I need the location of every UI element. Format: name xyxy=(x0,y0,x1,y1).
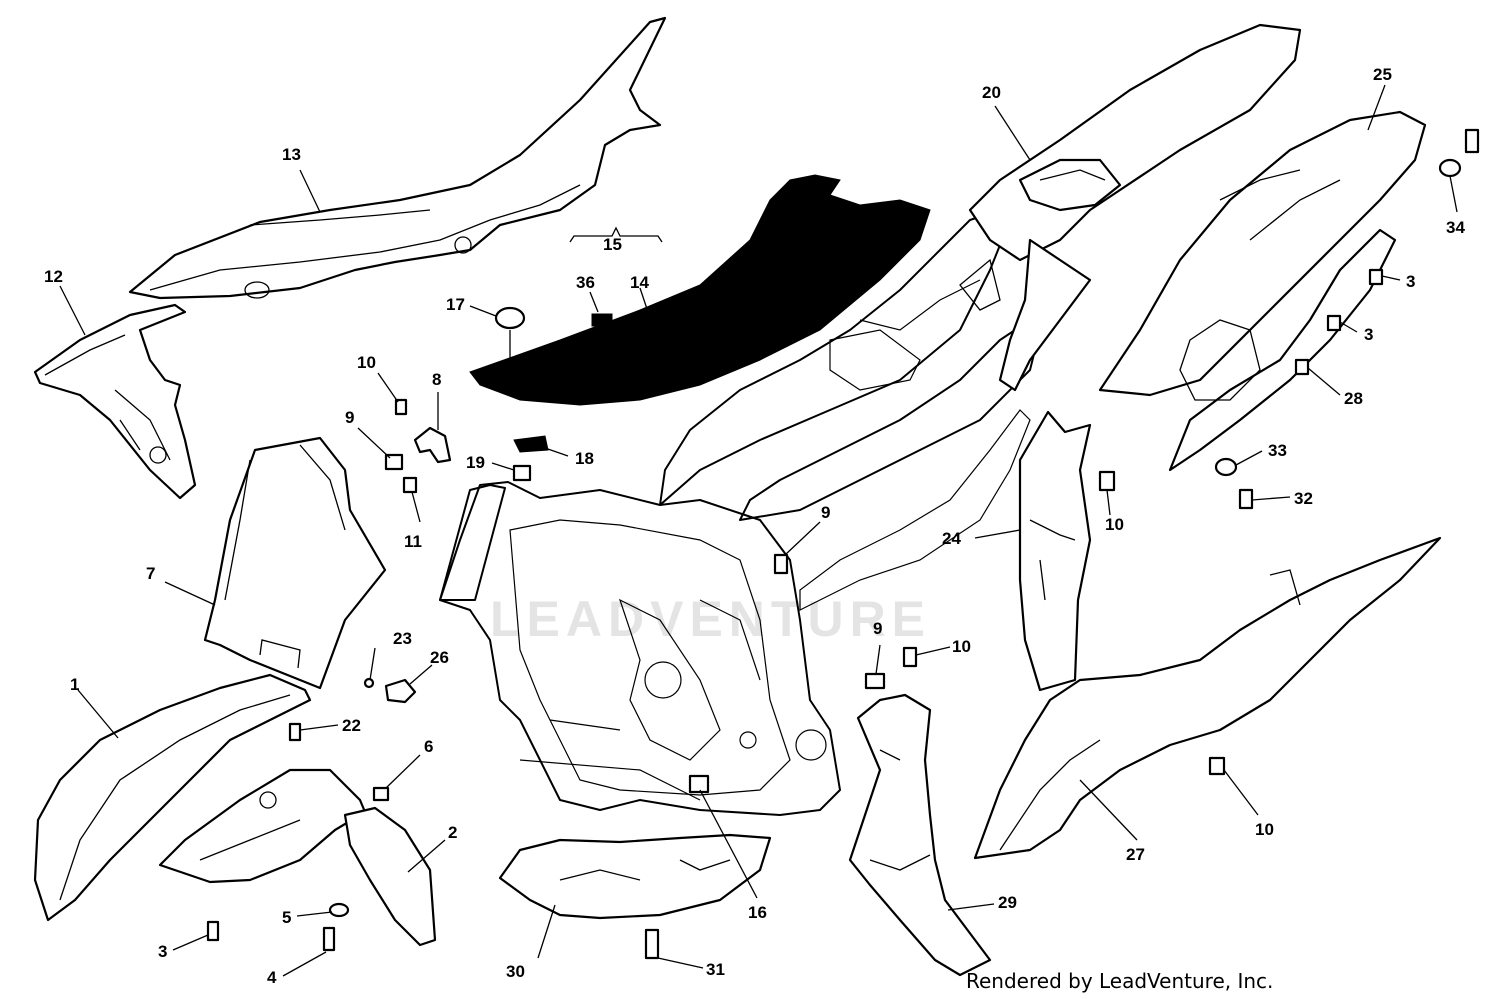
part-4-screw[interactable] xyxy=(322,926,336,952)
callout-15: 15 xyxy=(603,235,622,254)
part-16-clip[interactable] xyxy=(688,774,710,794)
part-3-screw-b[interactable] xyxy=(1368,268,1384,286)
callout-12: 12 xyxy=(44,267,63,286)
part-10-bolt-c[interactable] xyxy=(1098,470,1116,492)
part-10-bolt-b[interactable] xyxy=(902,646,918,668)
part-3-screw-a[interactable] xyxy=(206,920,220,942)
part-29-shroud[interactable] xyxy=(848,693,992,977)
callout-5: 5 xyxy=(282,908,291,927)
callout-4: 4 xyxy=(267,968,277,987)
part-13-side-cover[interactable] xyxy=(128,16,667,300)
part-24-side-panel[interactable] xyxy=(1018,410,1092,692)
part-12-shroud[interactable] xyxy=(33,303,197,500)
part-6-nut[interactable] xyxy=(372,786,390,802)
part-9-clip-a[interactable] xyxy=(384,453,404,471)
callout-10: 10 xyxy=(1105,515,1124,534)
callout-20: 20 xyxy=(982,83,1001,102)
part-18-pad[interactable] xyxy=(513,435,549,453)
part-22-screw[interactable] xyxy=(288,722,302,742)
callout-16: 16 xyxy=(748,903,767,922)
part-30-skid-plate[interactable] xyxy=(498,833,772,920)
callout-18: 18 xyxy=(575,449,594,468)
part-19-clip[interactable] xyxy=(512,464,532,482)
callout-23: 23 xyxy=(393,629,412,648)
callout-29: 29 xyxy=(998,893,1017,912)
callout-22: 22 xyxy=(342,716,361,735)
callout-25: 25 xyxy=(1373,65,1392,84)
part-8-bracket[interactable] xyxy=(413,426,452,464)
part-33-grommet[interactable] xyxy=(1214,457,1238,477)
part-25-rear-housing[interactable] xyxy=(1098,110,1427,472)
callouts: 1 2 3 3 3 4 5 6 7 8 9 9 9 10 10 10 10 11… xyxy=(44,65,1465,987)
callout-3: 3 xyxy=(1406,272,1415,291)
part-2-mudguard[interactable] xyxy=(158,768,437,947)
callout-36: 36 xyxy=(576,273,595,292)
callout-28: 28 xyxy=(1344,389,1363,408)
callout-10: 10 xyxy=(952,637,971,656)
part-9-clip-b[interactable] xyxy=(773,553,789,575)
callout-19: 19 xyxy=(466,453,485,472)
callout-13: 13 xyxy=(282,145,301,164)
part-23-screw[interactable] xyxy=(363,677,375,689)
render-credit: Rendered by LeadVenture, Inc. xyxy=(966,969,1274,993)
part-7-number-plate[interactable] xyxy=(203,436,387,690)
callout-10: 10 xyxy=(1255,820,1274,839)
callout-34: 34 xyxy=(1446,218,1465,237)
part-26-clamp[interactable] xyxy=(384,678,417,704)
part-32-screw[interactable] xyxy=(1238,488,1254,510)
part-34-grommet[interactable] xyxy=(1438,128,1480,178)
part-10-bolt-d[interactable] xyxy=(1208,756,1226,776)
callout-26: 26 xyxy=(430,648,449,667)
callout-30: 30 xyxy=(506,962,525,981)
callout-8: 8 xyxy=(432,370,441,389)
callout-31: 31 xyxy=(706,960,725,979)
callout-11: 11 xyxy=(404,532,422,551)
callout-14: 14 xyxy=(630,273,649,292)
callout-10: 10 xyxy=(357,353,376,372)
watermark-text: LEADVENTURE xyxy=(490,591,931,647)
callout-2: 2 xyxy=(448,823,457,842)
part-17-cap[interactable] xyxy=(494,306,526,378)
callout-9: 9 xyxy=(345,408,354,427)
callout-17: 17 xyxy=(446,295,465,314)
part-27-side-panel[interactable] xyxy=(973,536,1442,860)
part-28-screw[interactable] xyxy=(1294,358,1310,376)
callout-33: 33 xyxy=(1268,441,1287,460)
callout-27: 27 xyxy=(1126,845,1145,864)
callout-9: 9 xyxy=(873,619,882,638)
part-36-pad[interactable] xyxy=(591,313,613,327)
callout-3: 3 xyxy=(158,942,167,961)
callout-6: 6 xyxy=(424,737,433,756)
leader-lines xyxy=(59,84,1458,977)
callout-7: 7 xyxy=(146,564,155,583)
callout-3: 3 xyxy=(1364,325,1373,344)
part-5-washer[interactable] xyxy=(328,902,350,918)
part-14-seat[interactable] xyxy=(469,174,931,406)
part-11-bolt[interactable] xyxy=(402,476,418,494)
callout-9: 9 xyxy=(821,503,830,522)
callout-24: 24 xyxy=(942,529,961,548)
part-3-screw-c[interactable] xyxy=(1326,314,1342,332)
part-10-bolt-a[interactable] xyxy=(394,398,408,416)
callout-1: 1 xyxy=(70,675,79,694)
part-31-screw[interactable] xyxy=(644,928,660,960)
part-20-rear-fender[interactable] xyxy=(959,23,1302,392)
part-9-clip-c[interactable] xyxy=(864,672,886,690)
callout-32: 32 xyxy=(1294,489,1313,508)
part-1-front-fender[interactable] xyxy=(33,673,312,922)
